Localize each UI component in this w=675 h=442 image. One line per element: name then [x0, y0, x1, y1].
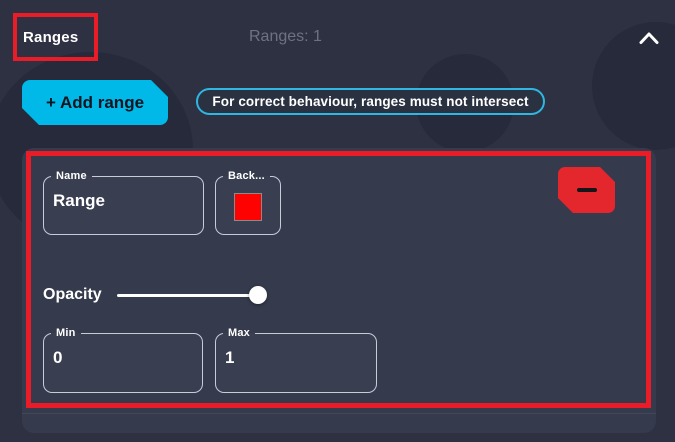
opacity-slider-thumb[interactable] [249, 286, 267, 304]
card-divider [22, 413, 656, 414]
collapse-panel-button[interactable] [634, 24, 664, 52]
max-field-label: Max [228, 327, 250, 339]
min-field-label: Min [56, 327, 76, 339]
color-swatch[interactable] [234, 193, 262, 221]
chevron-up-icon [639, 32, 659, 44]
warning-text: For correct behaviour, ranges must not i… [212, 94, 529, 109]
min-field[interactable]: Min [43, 327, 203, 393]
min-input[interactable] [53, 348, 195, 368]
add-range-button[interactable]: + Add range [22, 80, 168, 125]
background-field-label: Back... [228, 170, 265, 182]
name-input[interactable] [53, 191, 196, 211]
opacity-slider-track[interactable] [117, 294, 258, 297]
max-input[interactable] [225, 348, 369, 368]
background-color-field[interactable]: Back... [215, 170, 281, 235]
max-field[interactable]: Max [215, 327, 377, 393]
warning-pill: For correct behaviour, ranges must not i… [196, 88, 545, 115]
opacity-slider[interactable] [117, 286, 267, 304]
name-field[interactable]: Name [43, 170, 204, 235]
opacity-label: Opacity [43, 286, 102, 303]
range-count-label: Ranges: 1 [249, 28, 322, 45]
remove-range-button[interactable] [558, 167, 615, 213]
title-annotation-box: Ranges [13, 13, 98, 61]
panel-title: Ranges [23, 28, 79, 46]
minus-icon [577, 188, 597, 192]
name-field-label: Name [56, 170, 87, 182]
